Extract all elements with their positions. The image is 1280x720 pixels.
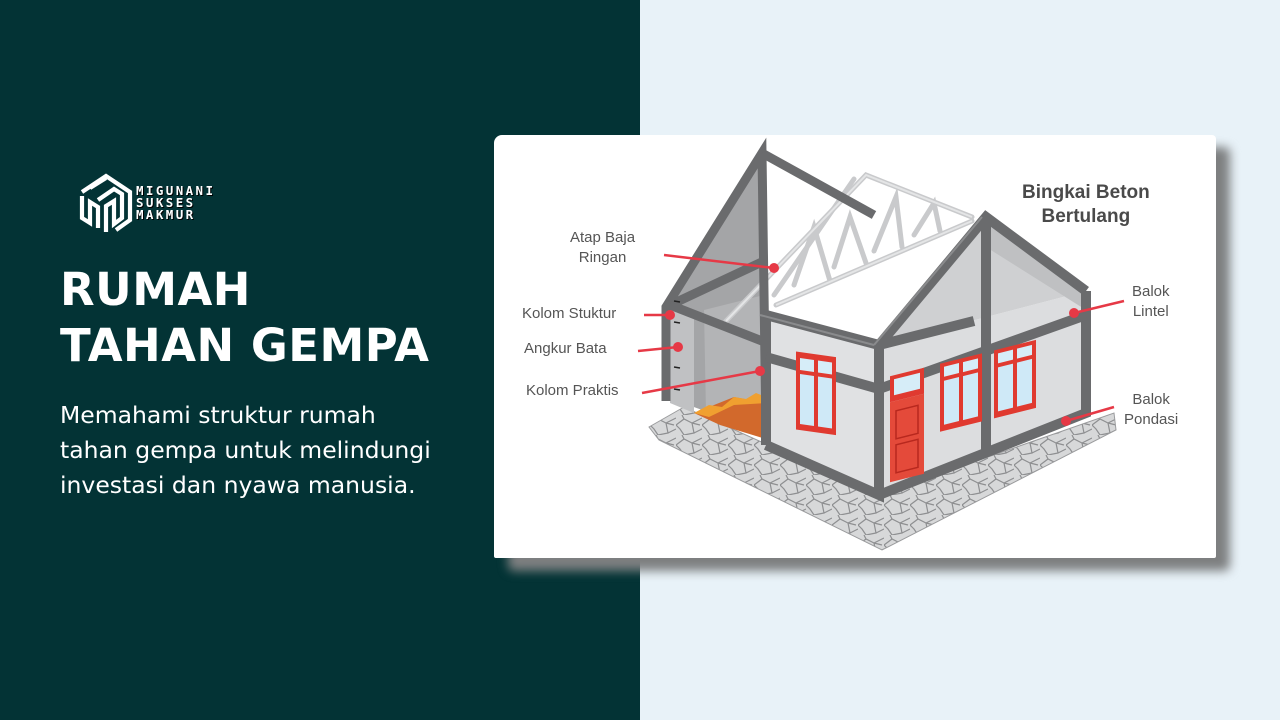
label-kolom-struktur: Kolom Stuktur xyxy=(522,305,617,322)
subtitle-line-3: investasi dan nyawa manusia. xyxy=(60,471,416,499)
label-kolom-praktis: Kolom Praktis xyxy=(526,382,619,399)
label-lintel-line-1: Balok xyxy=(1132,283,1170,300)
diagram-card: Bingkai Beton Bertulang Atap Baja Ringan… xyxy=(494,135,1216,558)
label-angkur-bata: Angkur Bata xyxy=(524,340,607,357)
label-pondasi-line-1: Balok xyxy=(1132,391,1170,408)
page-subtitle: Memahami struktur rumah tahan gempa untu… xyxy=(60,398,480,503)
subtitle-line-1: Memahami struktur rumah xyxy=(60,401,376,429)
brand-logo: MIGUNANI SUKSES MAKMUR xyxy=(76,170,215,236)
window-left xyxy=(796,351,836,436)
page-title: RUMAH TAHAN GEMPA xyxy=(60,262,429,374)
label-pondasi-line-2: Pondasi xyxy=(1124,411,1179,428)
diagram-heading-line-1: Bingkai Beton xyxy=(1022,182,1150,203)
diagram-heading: Bingkai Beton Bertulang xyxy=(1022,181,1150,229)
cube-m-logo-icon xyxy=(79,173,133,232)
house-structure-illustration xyxy=(637,137,1125,551)
brand-name-line-1: MIGUNANI xyxy=(136,183,216,198)
label-atap-line-1: Atap Baja xyxy=(570,229,636,246)
title-line-1: RUMAH xyxy=(60,263,251,316)
label-balok-lintel: Balok Lintel xyxy=(1132,282,1170,322)
brand-name: MIGUNANI SUKSES MAKMUR xyxy=(136,183,216,222)
label-lintel-line-2: Lintel xyxy=(1132,303,1169,320)
label-balok-pondasi: Balok Pondasi xyxy=(1124,390,1178,430)
label-atap-line-2: Ringan xyxy=(578,249,627,266)
label-atap-baja-ringan: Atap Baja Ringan xyxy=(570,228,635,268)
diagram-heading-line-2: Bertulang xyxy=(1041,206,1131,227)
subtitle-line-2: tahan gempa untuk melindungi xyxy=(60,436,431,464)
title-line-2: TAHAN GEMPA xyxy=(60,319,430,372)
brand-name-line-3: MAKMUR xyxy=(136,207,196,222)
brand-name-line-2: SUKSES xyxy=(136,195,196,210)
